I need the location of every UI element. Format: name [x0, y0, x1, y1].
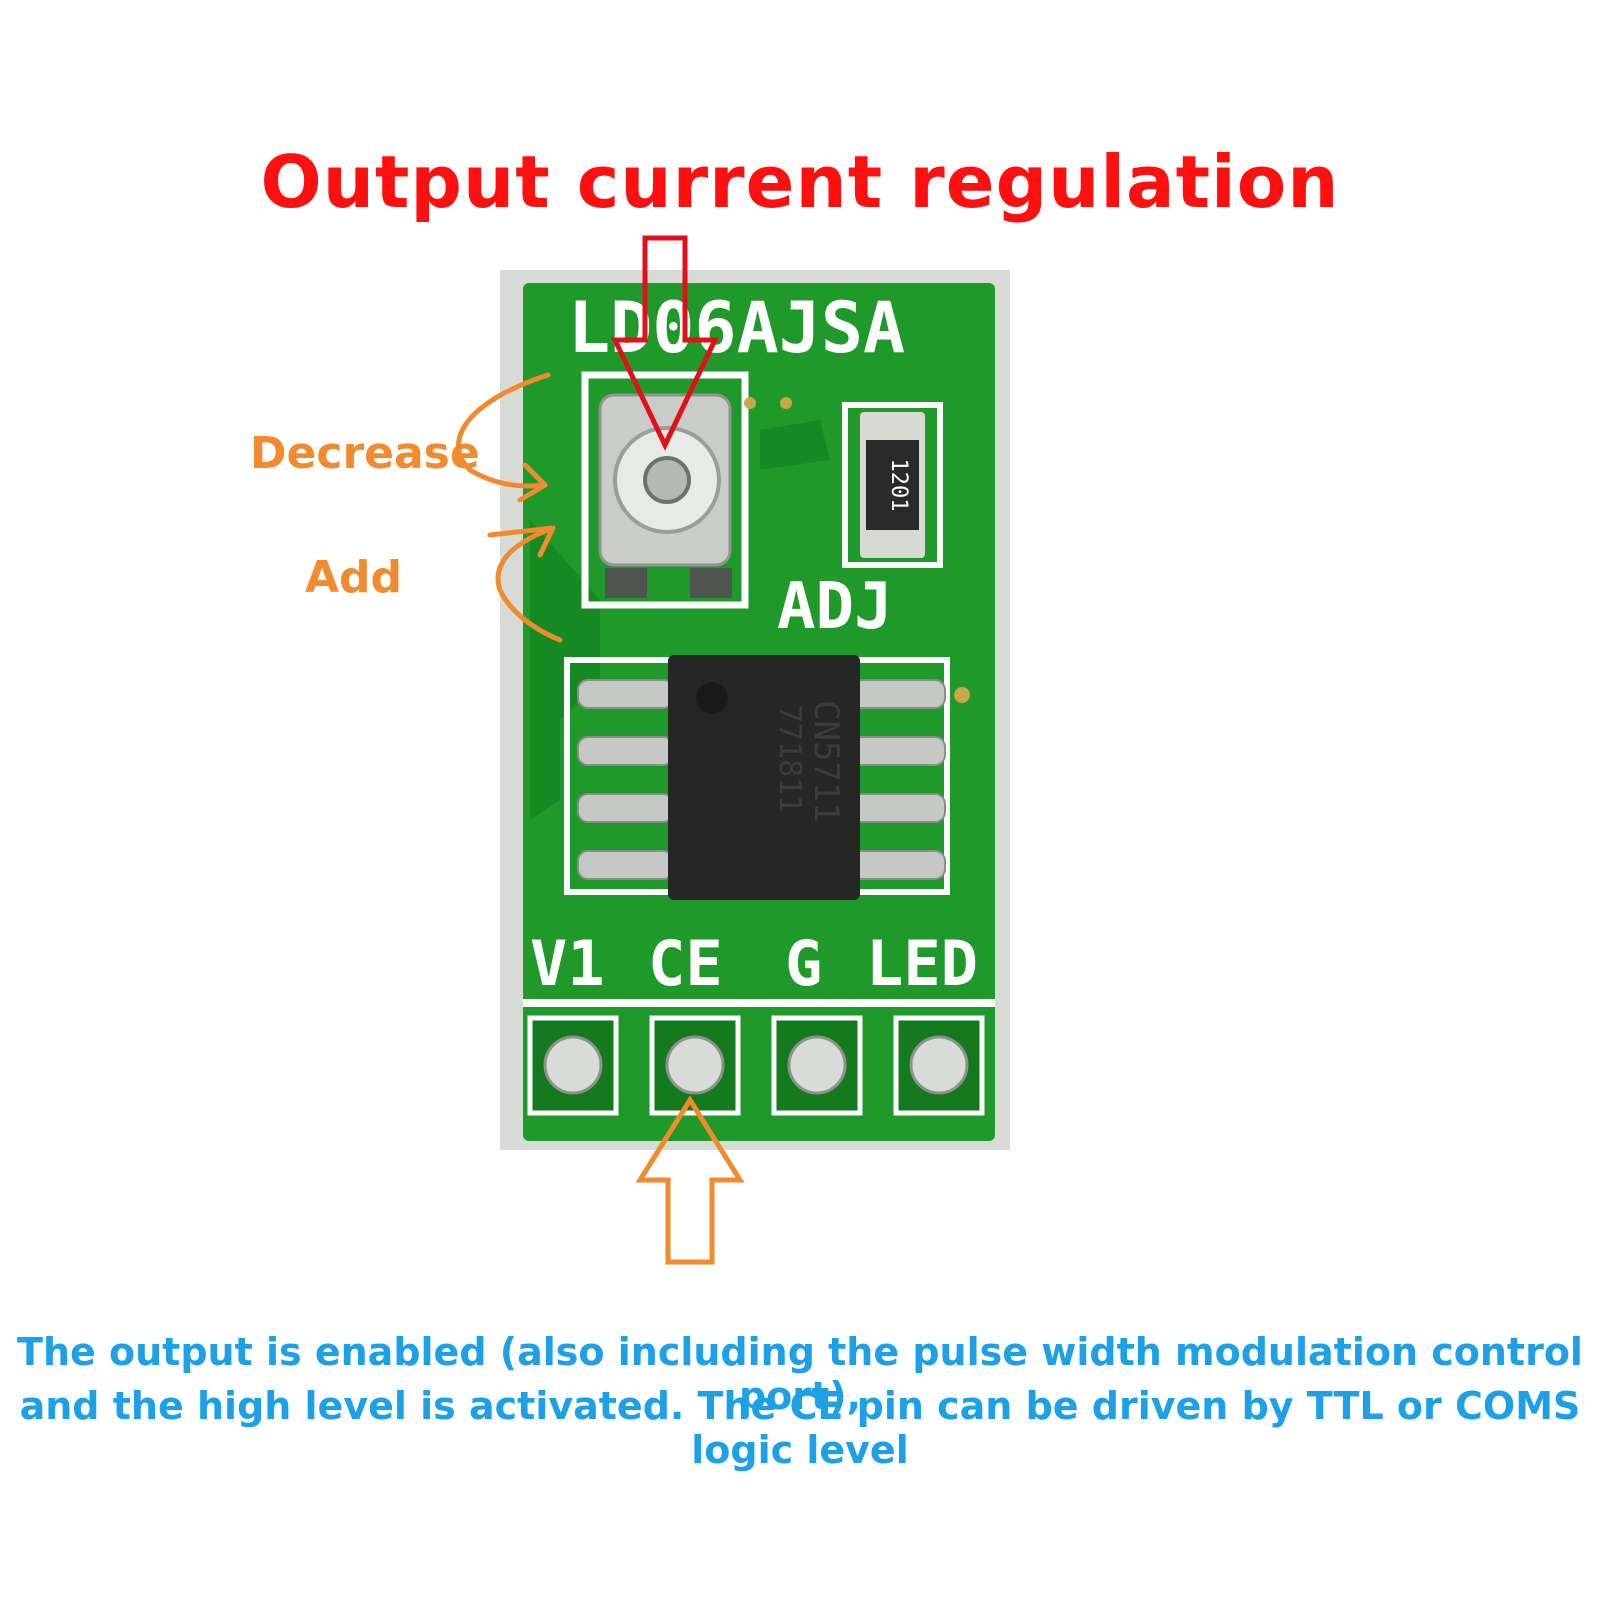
pin-label-ce: CE	[648, 927, 723, 1000]
ic-chip	[668, 655, 860, 900]
pot-pad	[605, 568, 647, 598]
via	[780, 397, 792, 409]
chip-marking-1: CN5711	[806, 700, 846, 823]
resistor-body	[866, 440, 919, 530]
pin-label-led: LED	[866, 927, 978, 1000]
via	[744, 397, 756, 409]
pcb-trace	[760, 420, 830, 470]
up-arrow-icon	[635, 1095, 745, 1265]
decrease-label: Decrease	[250, 428, 480, 479]
adj-label: ADJ	[777, 570, 893, 644]
chip-leads	[577, 679, 946, 880]
down-arrow-icon	[611, 235, 719, 451]
board-model-text: LD06AJSA	[568, 287, 905, 369]
arrowhead-icon	[487, 525, 556, 558]
chip-marking-2: 771811	[772, 705, 807, 813]
chip-pin1-dot	[696, 682, 728, 714]
pot-outline	[581, 371, 749, 609]
pin-label-v1: V1	[530, 927, 605, 1000]
caption-line-1: The output is enabled (also including th…	[17, 1330, 1583, 1418]
pot-pad	[690, 568, 732, 598]
pin-label-g: G	[785, 927, 822, 1000]
add-rotation-arrow-icon	[495, 525, 563, 643]
page-title: Output current regulation	[260, 140, 1340, 224]
decrease-rotation-arrow-icon	[456, 372, 551, 489]
via	[954, 687, 970, 703]
arrowhead-icon	[517, 462, 548, 503]
caption-line-2: and the high level is activated. The CE …	[19, 1384, 1581, 1472]
pin-pads	[527, 1015, 985, 1116]
pot-screw	[643, 456, 691, 504]
add-label: Add	[305, 552, 403, 603]
resistor-outline	[842, 402, 943, 568]
resistor-code: 1201	[886, 459, 911, 512]
